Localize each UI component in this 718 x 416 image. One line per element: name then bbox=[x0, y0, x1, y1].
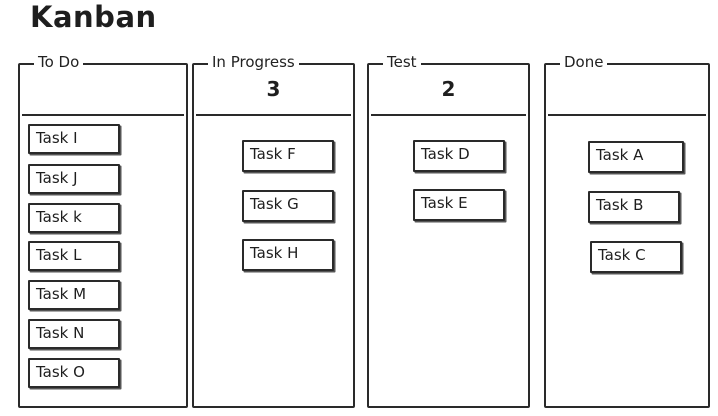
column-count: 3 bbox=[266, 77, 281, 101]
column-count: 2 bbox=[441, 77, 456, 101]
task-card[interactable]: Task O bbox=[28, 358, 120, 388]
board-title: Kanban bbox=[30, 0, 157, 34]
task-card[interactable]: Task D bbox=[413, 140, 505, 172]
column-divider bbox=[22, 114, 184, 116]
column-label: Test bbox=[383, 52, 421, 72]
task-card[interactable]: Task k bbox=[28, 203, 120, 233]
column-label: Done bbox=[560, 52, 608, 72]
column-divider bbox=[196, 114, 351, 116]
task-card[interactable]: Task B bbox=[588, 191, 680, 223]
task-card[interactable]: Task I bbox=[28, 124, 120, 154]
column-done: Done Task A Task B Task C bbox=[544, 52, 710, 408]
task-card[interactable]: Task N bbox=[28, 319, 120, 349]
column-in-progress: In Progress 3 Task F Task G Task H bbox=[192, 52, 355, 408]
task-card[interactable]: Task A bbox=[588, 141, 684, 173]
column-test: Test 2 Task D Task E bbox=[367, 52, 530, 408]
column-divider bbox=[548, 114, 706, 116]
task-card[interactable]: Task L bbox=[28, 241, 120, 271]
task-card[interactable]: Task E bbox=[413, 189, 505, 221]
column-label: To Do bbox=[34, 52, 84, 72]
task-card[interactable]: Task F bbox=[242, 140, 334, 172]
column-label: In Progress bbox=[208, 52, 299, 72]
task-card[interactable]: Task M bbox=[28, 280, 120, 310]
task-card[interactable]: Task C bbox=[590, 241, 682, 273]
column-to-do: To Do Task I Task J Task k Task L Task M… bbox=[18, 52, 188, 408]
task-card[interactable]: Task J bbox=[28, 164, 120, 194]
task-card[interactable]: Task H bbox=[242, 239, 334, 271]
column-divider bbox=[371, 114, 526, 116]
task-card[interactable]: Task G bbox=[242, 190, 334, 222]
